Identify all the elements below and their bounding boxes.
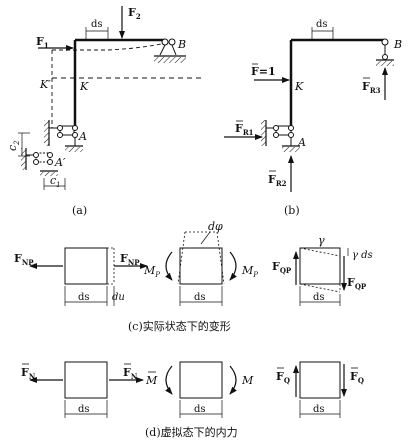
support-link: [159, 44, 166, 56]
fqp-left-label: FQP: [272, 260, 292, 275]
force-f2-label: F2: [128, 6, 141, 21]
m-left-label: M: [145, 374, 158, 387]
support-link: [171, 44, 177, 56]
ds-label-c3: ds: [313, 292, 325, 303]
node-a-prime-label: A′: [54, 156, 66, 169]
bending-element-c: [179, 247, 223, 285]
du-label: du: [112, 292, 125, 303]
mp-left-arrow: [165, 251, 173, 281]
mp-right-label: MP: [241, 264, 258, 279]
ds-label-c1: ds: [78, 292, 90, 303]
ground-a-hatch-b: [282, 147, 300, 152]
fn-right-label: FN: [123, 366, 138, 381]
force-f1-label: F1: [36, 35, 49, 50]
dphi-leader: [200, 231, 211, 245]
m-left-arrow: [165, 365, 173, 395]
c1-label: c1: [50, 174, 61, 189]
bending-element-d: [179, 361, 223, 399]
sheared-top: [299, 247, 341, 257]
support-a-prime-pin: [47, 152, 53, 158]
m-right-label: M: [241, 374, 254, 387]
ds-label-b: ds: [316, 19, 328, 30]
wall-a-hatch: [44, 120, 49, 146]
node-k-label: K: [79, 80, 89, 93]
support-a-pin: [72, 132, 78, 138]
fnp-right-label: FNP: [120, 252, 140, 267]
support-a-pin: [72, 125, 78, 131]
support-a-prime-pin: [33, 152, 39, 158]
fqp-right-label: FQP: [347, 276, 367, 291]
reaction-fr1-label: FR1: [235, 122, 254, 137]
ds-label-d3: ds: [313, 404, 325, 415]
mp-left-label: MP: [143, 264, 160, 279]
fn-left-label: FN: [21, 366, 36, 381]
axial-element-d: [64, 361, 108, 399]
deformed-shape-beam: [52, 42, 166, 51]
panel-b: ds F=1 K B FR3 A FR1 F: [224, 19, 402, 217]
shear-element-c: [299, 247, 341, 285]
row-c: FNP FNP ds du dφ MP MP ds γ FQP FQP γ d: [14, 220, 373, 333]
node-k-label-b: K: [294, 80, 304, 93]
gamma-label: γ: [318, 234, 325, 247]
ds-label-c2: ds: [194, 292, 206, 303]
c2-label: c2: [6, 140, 21, 151]
ground-hatch-b-b: [376, 61, 394, 66]
hinge-b: [161, 38, 169, 46]
ds-label: ds: [91, 19, 103, 30]
sheared-bottom: [299, 283, 341, 293]
support-a-pin-b: [273, 132, 279, 138]
wall-a-prime-hatch: [21, 148, 26, 170]
node-a-label-b: A: [297, 136, 306, 149]
gamma-ds-label: γ ds: [352, 250, 373, 261]
node-b-label: B: [177, 38, 186, 51]
node-b-label-b: B: [393, 38, 402, 51]
caption-b: (b): [284, 204, 300, 217]
unit-force-label: F=1: [251, 65, 276, 78]
reaction-fr3-label: FR3: [362, 80, 381, 95]
rotated-edge-right: [216, 231, 225, 285]
caption-d: (d)虚拟态下的内力: [145, 425, 238, 439]
panel-a: F1 F2 ds B K K′ A: [6, 6, 205, 217]
support-a-pin: [57, 132, 63, 138]
axial-element-c: [64, 247, 108, 285]
row-d: FN FN ds M M ds FQ FQ ds (d)虚拟态下的内力: [21, 361, 364, 439]
fnp-left-label: FNP: [14, 252, 34, 267]
node-a-label: A: [78, 130, 87, 143]
rotated-edge-left: [177, 231, 186, 285]
caption-c: (c)实际状态下的变形: [128, 319, 231, 333]
support-a-pin-b: [273, 125, 279, 131]
support-a-pin: [57, 125, 63, 131]
wall-a-hatch-b: [261, 120, 266, 146]
ds-label-d1: ds: [78, 404, 90, 415]
reaction-fr2-label: FR2: [268, 173, 287, 188]
m-right-arrow: [229, 365, 237, 395]
node-k-prime-label: K′: [39, 78, 51, 91]
hinge-b-b: [381, 38, 389, 46]
fq-right-label: FQ: [350, 370, 364, 385]
ds-label-d2: ds: [194, 404, 206, 415]
dphi-label: dφ: [208, 220, 223, 233]
shear-element-d: [299, 361, 341, 399]
hinge-b-lower: [382, 54, 388, 60]
hinge-b2: [168, 38, 176, 46]
ground-a-hatch: [65, 147, 83, 152]
support-a-prime-pin: [47, 159, 53, 165]
support-a-pin-b: [288, 125, 294, 131]
ground-a-prime-hatch: [40, 172, 58, 176]
mp-right-arrow: [229, 251, 237, 281]
support-a-prime-pin: [33, 159, 39, 165]
support-a-pin-b: [288, 132, 294, 138]
caption-a: (a): [72, 204, 87, 217]
fq-left-label: FQ: [276, 370, 290, 385]
ground-hatch-b: [154, 57, 186, 63]
